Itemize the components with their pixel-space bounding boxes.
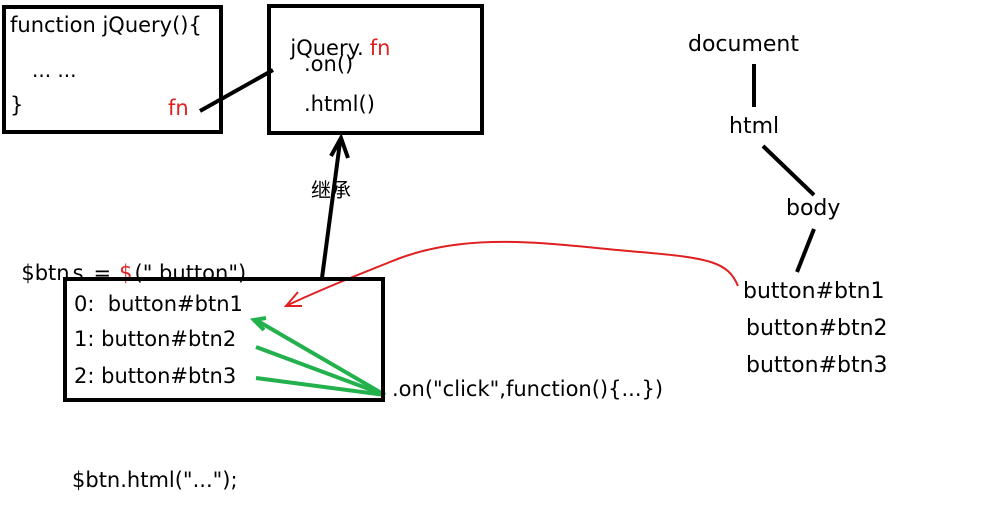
tree-html: html (729, 114, 780, 139)
inherit-arrowhead (329, 133, 350, 159)
tree-line-html-body (761, 144, 816, 197)
selector-var: $btn (21, 261, 70, 285)
tree-button-1: button#btn1 (743, 279, 885, 304)
red-arrowhead (283, 291, 302, 307)
green-arrow-btn3 (255, 376, 386, 397)
tree-button-2: button#btn2 (746, 316, 888, 341)
tree-body: body (786, 196, 841, 221)
html-call-text: $btn.html("..."); (72, 468, 238, 492)
function-fn-label: fn (168, 96, 189, 120)
proto-title-fn: fn (369, 36, 391, 60)
tree-line-body-button (795, 228, 816, 273)
proto-method-on: .on() (304, 52, 354, 76)
proto-title: jQuery.fn (277, 17, 390, 59)
jquery-fn-box (267, 4, 484, 135)
function-line-3: } (10, 93, 24, 117)
inherit-label: 继承 (311, 178, 351, 202)
tree-button-3: button#btn3 (746, 353, 888, 378)
green-arrow-btn1 (254, 318, 387, 397)
tree-document: document (688, 32, 799, 57)
selector-s: s (72, 261, 84, 285)
function-line-2: ... ... (32, 58, 77, 82)
function-line-1: function jQuery(){ (10, 13, 202, 37)
jquery-collection-box (63, 277, 385, 402)
inherit-arrow (320, 141, 342, 279)
jquery-function-box (2, 5, 223, 134)
fn-connector-line (199, 68, 274, 113)
green-arrowhead (249, 316, 267, 332)
collection-item-2: 2: button#btn3 (74, 364, 237, 388)
collection-item-1: 1: button#btn2 (74, 327, 237, 351)
on-call-text: .on("click",function(){...}) (392, 377, 664, 401)
proto-method-html: .html() (304, 92, 375, 116)
proto-title-text: jQuery. (290, 36, 364, 60)
green-arrow-btn2 (255, 345, 386, 397)
collection-item-0: 0: button#btn1 (74, 292, 243, 316)
